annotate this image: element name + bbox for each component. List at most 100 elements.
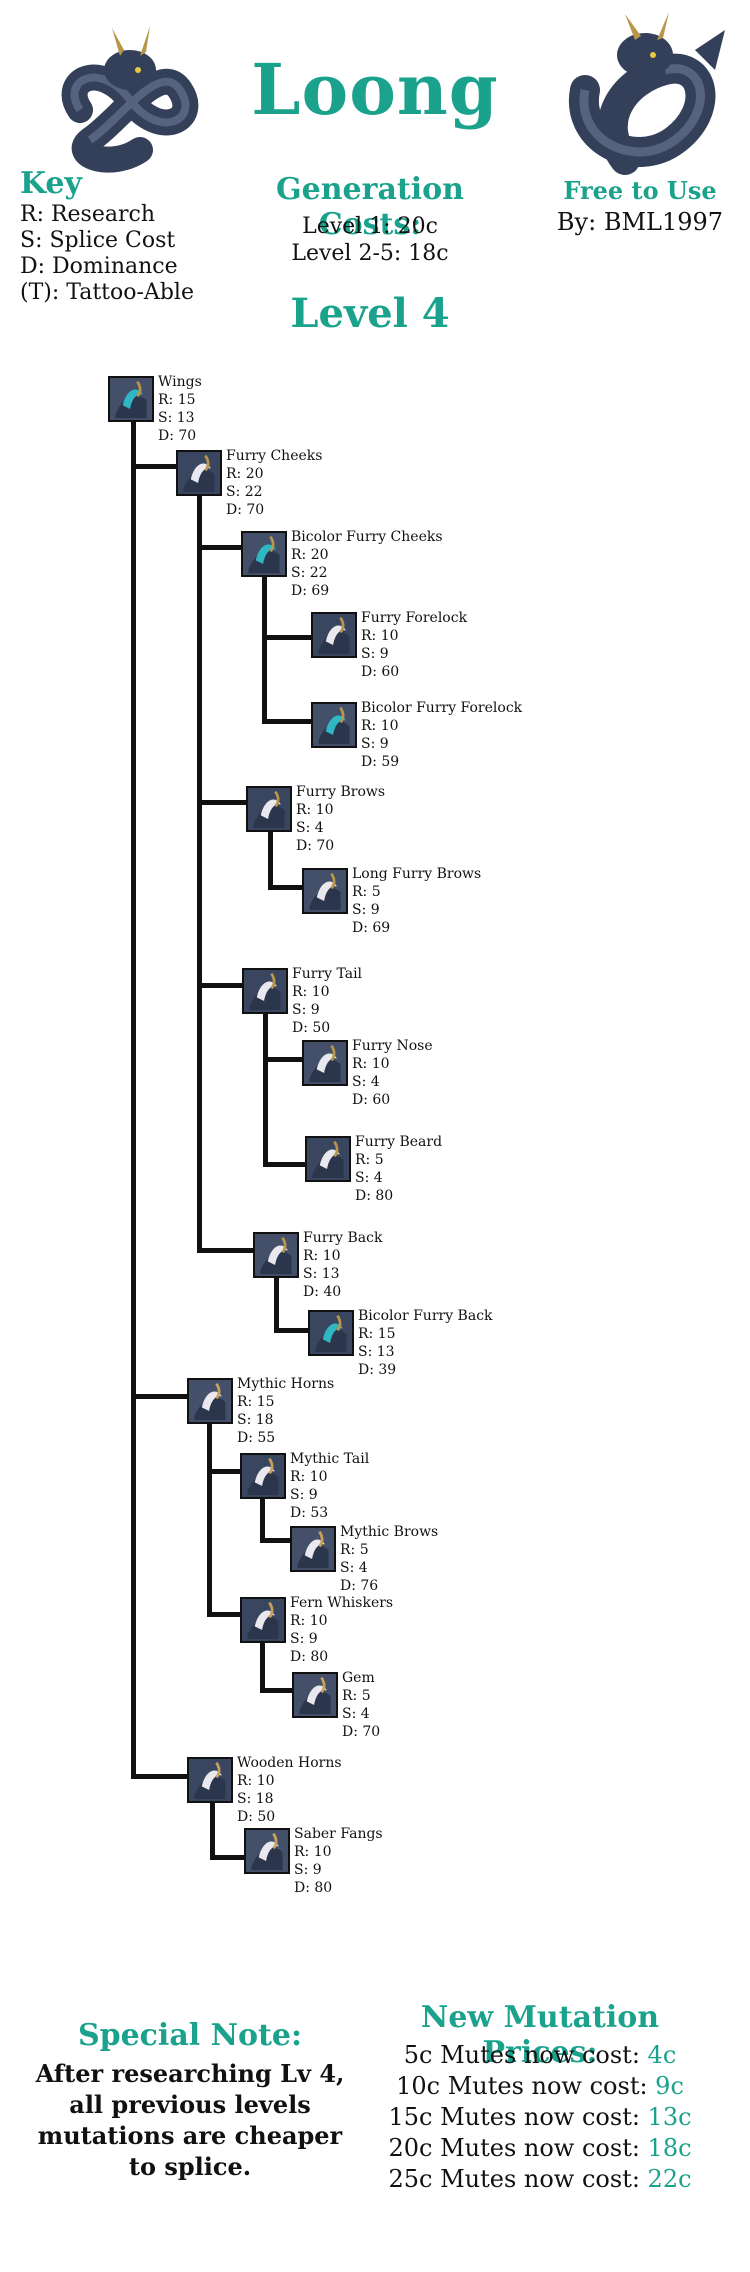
mutation-research: R: 10 [290, 1469, 328, 1485]
bicolor-furry-cheeks-icon [241, 531, 287, 577]
mutation-name: Furry Tail [292, 966, 363, 982]
mutation-dominance: D: 50 [237, 1809, 276, 1825]
tree-line [263, 1162, 306, 1167]
mutation-name: Bicolor Furry Cheeks [291, 529, 443, 545]
key-tattoo: (T): Tattoo-Able [20, 280, 194, 305]
mutation-name: Bicolor Furry Forelock [361, 700, 523, 716]
tree-line [262, 577, 267, 723]
mutation-name: Wooden Horns [237, 1755, 342, 1771]
tree-line [263, 1057, 303, 1062]
key-heading: Key [20, 166, 82, 201]
mutation-dominance: D: 53 [290, 1505, 329, 1521]
mutation-research: R: 10 [237, 1773, 275, 1789]
mutation-research: R: 10 [292, 984, 330, 1000]
furry-tail-icon [242, 968, 288, 1014]
mutation-splice: S: 9 [290, 1487, 318, 1503]
mutation-name: Furry Nose [352, 1038, 433, 1054]
mutation-dominance: D: 69 [291, 583, 330, 599]
mutation-splice: S: 4 [355, 1170, 383, 1186]
mutation-name: Mythic Horns [237, 1376, 335, 1392]
price-value: 18c [647, 2134, 692, 2162]
mutation-dominance: D: 40 [303, 1284, 342, 1300]
mutation-research: R: 20 [291, 547, 329, 563]
mutation-research: R: 5 [342, 1688, 371, 1704]
mutation-name: Mythic Brows [340, 1524, 439, 1540]
mutation-research: R: 10 [361, 718, 399, 734]
mutation-dominance: D: 80 [294, 1880, 333, 1896]
mutation-name: Wings [158, 374, 202, 390]
furry-back-icon [253, 1232, 299, 1278]
mutation-splice: S: 4 [342, 1706, 370, 1722]
mutation-splice: S: 22 [226, 484, 263, 500]
price-value: 13c [647, 2103, 692, 2131]
mutation-research: R: 10 [352, 1056, 390, 1072]
mutation-splice: S: 18 [237, 1791, 274, 1807]
mutation-research: R: 10 [296, 802, 334, 818]
generation-heading: Generation Costs: [276, 172, 464, 242]
mutation-dominance: D: 55 [237, 1430, 276, 1446]
fern-whiskers-icon [240, 1597, 286, 1643]
mutation-research: R: 20 [226, 466, 264, 482]
tree-line [131, 464, 179, 469]
mutation-dominance: D: 50 [292, 1020, 331, 1036]
author-label: By: BML1997 [556, 208, 724, 236]
mutation-splice: S: 9 [292, 1002, 320, 1018]
price-row: 15c Mutes now cost: 13c [370, 2102, 710, 2133]
mutation-splice: S: 13 [158, 410, 195, 426]
mutation-name: Furry Brows [296, 784, 386, 800]
tree-line [262, 719, 312, 724]
mutation-name: Furry Cheeks [226, 448, 323, 464]
price-label: 20c Mutes now cost: [388, 2134, 648, 2162]
tree-line [268, 830, 273, 889]
mutation-dominance: D: 39 [358, 1362, 397, 1378]
mutation-name: Long Furry Brows [352, 866, 482, 882]
tree-line [262, 635, 312, 640]
tree-line [268, 885, 302, 890]
mutation-research: R: 5 [355, 1152, 384, 1168]
price-label: 15c Mutes now cost: [388, 2103, 648, 2131]
mutation-splice: S: 4 [296, 820, 324, 836]
key-splice: S: Splice Cost [20, 228, 176, 253]
mutation-name: Fern Whiskers [290, 1595, 394, 1611]
price-value: 22c [647, 2165, 692, 2193]
tree-line [131, 420, 136, 1778]
wings-icon [108, 376, 154, 422]
price-value: 9c [655, 2072, 684, 2100]
tree-line [197, 545, 243, 550]
page-title: Loong [251, 48, 499, 131]
special-note-line: to splice. [128, 2152, 252, 2181]
tree-line [207, 1612, 241, 1617]
mutation-research: R: 10 [361, 628, 399, 644]
mythic-brows-icon [290, 1526, 336, 1572]
tree-line [197, 983, 243, 988]
mutation-name: Furry Back [303, 1230, 383, 1246]
mutation-name: Gem [342, 1670, 375, 1686]
mutation-splice: S: 18 [237, 1412, 274, 1428]
mutation-dominance: D: 60 [352, 1092, 391, 1108]
mutation-splice: S: 13 [358, 1344, 395, 1360]
tree-line [197, 1248, 253, 1253]
price-row: 25c Mutes now cost: 22c [370, 2164, 710, 2195]
price-label: 5c Mutes now cost: [403, 2041, 648, 2069]
generation-level1: Level 1: 20c [302, 214, 438, 239]
tree-line [263, 1008, 268, 1166]
tree-line [274, 1277, 279, 1332]
tree-line [210, 1855, 245, 1860]
mutation-research: R: 10 [303, 1248, 341, 1264]
prices-heading: New Mutation Prices: [420, 2000, 660, 2070]
mythic-horns-icon [187, 1378, 233, 1424]
tree-line [260, 1494, 265, 1542]
mutation-research: R: 15 [237, 1394, 275, 1410]
mutation-splice: S: 22 [291, 565, 328, 581]
special-note-body: After researching Lv 4, all previous lev… [30, 2058, 350, 2182]
dragon-logo-left [50, 20, 210, 180]
free-to-use-label: Free to Use [563, 176, 717, 205]
gem-icon [292, 1672, 338, 1718]
price-label: 10c Mutes now cost: [396, 2072, 656, 2100]
mutation-name: Furry Beard [355, 1134, 443, 1150]
mutation-name: Bicolor Furry Back [358, 1308, 493, 1324]
price-row: 10c Mutes now cost: 9c [370, 2071, 710, 2102]
mutation-dominance: D: 70 [158, 428, 197, 444]
furry-brows-icon [246, 786, 292, 832]
dragon-logo-right [555, 10, 730, 180]
